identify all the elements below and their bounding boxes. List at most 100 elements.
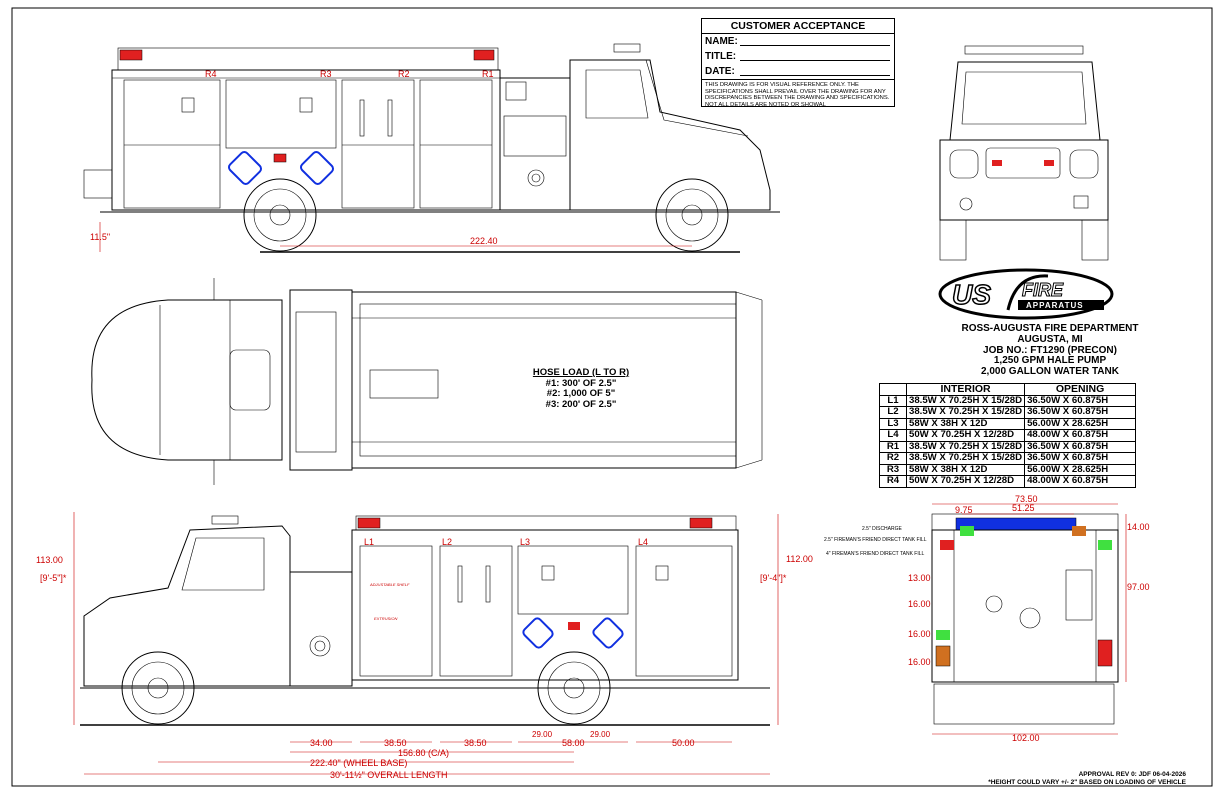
marker-light: [273, 153, 287, 163]
hose-load-item: #3: 200' OF 2.5": [545, 398, 617, 410]
cab-outline-left: [83, 525, 291, 687]
opening-dims: 36.50W X 60.875H: [1024, 406, 1137, 419]
hose-bed-opening: [369, 369, 439, 399]
rear-step: [83, 169, 113, 199]
rear-wheel: [243, 178, 317, 252]
dim-34: 34.00: [310, 738, 333, 748]
dim-overall-length: 30'-11½" OVERALL LENGTH: [330, 770, 447, 780]
customer-acceptance-box: CUSTOMER ACCEPTANCE NAME: TITLE: DATE: T…: [701, 18, 895, 110]
compartment-label: R4: [205, 69, 217, 79]
callout-tank-fill-4: 4" FIREMAN'S FRIEND DIRECT TANK FILL: [826, 551, 925, 557]
compartment-r2: [341, 79, 415, 209]
hose-load-item: #2: 1,000 OF 5": [546, 388, 616, 399]
department-location: AUGUSTA, MI: [1017, 333, 1083, 345]
dim-58: 58.00: [562, 738, 585, 748]
dim-rear-width-small: 9.75: [955, 505, 973, 515]
front-wheel-left: [121, 651, 195, 725]
dim-29b: 29.00: [590, 730, 611, 739]
header-opening: OPENING: [1024, 383, 1137, 396]
opening-dims: 36.50W X 60.875H: [1024, 394, 1137, 407]
compartment-label: L1: [364, 537, 374, 547]
tank-spec: 2,000 GALLON WATER TANK: [981, 366, 1119, 378]
dim-height-left-ft: [9'-5"]*: [40, 573, 67, 583]
cab-front: [949, 61, 1101, 141]
pump-module-top: [289, 289, 353, 471]
cab-window: [585, 69, 649, 119]
department-info: ROSS-AUGUSTA FIRE DEPARTMENT AUGUSTA, MI…: [910, 323, 1190, 378]
hood-front: [939, 139, 1109, 221]
compartment-label: L3: [520, 537, 530, 547]
cab-window-left: [181, 537, 265, 591]
interior-dims: 38.5W X 70.25H X 15/28D: [905, 394, 1026, 407]
title-field: TITLE:: [702, 49, 894, 64]
dim-rear-height-top: 14.00: [1127, 522, 1150, 532]
dim-29a: 29.00: [532, 730, 553, 739]
disclaimer-note: This drawing is for visual reference onl…: [702, 79, 894, 110]
dim-wheelbase: 222.40" (WHEEL BASE): [310, 758, 407, 768]
body-left: [351, 529, 739, 681]
dim-rear-16c: 16.00: [908, 657, 931, 667]
extrusion-label: EXTRUSION: [374, 616, 397, 621]
headlight: [1069, 149, 1099, 179]
compartment-id: R2: [879, 452, 907, 465]
dim-wheelbase-top: 222.40: [470, 236, 498, 246]
interior-dims: 38.5W X 70.25H X 15/28D: [905, 406, 1026, 419]
rear-lightbar: [955, 517, 1077, 531]
cab-top: [91, 299, 283, 461]
compartment-id: R1: [879, 440, 907, 453]
front-wheel: [655, 178, 729, 252]
dim-height-left: 113.00: [36, 555, 63, 565]
compartment-id: L1: [879, 394, 907, 407]
rear-wheel-left: [537, 651, 611, 725]
interior-dims: 50W X 70.25H X 12/28D: [905, 475, 1026, 488]
opening-dims: 36.50W X 60.875H: [1024, 440, 1137, 453]
dim-38-l2: 38.50: [464, 738, 487, 748]
compartment-label: R1: [482, 69, 494, 79]
windshield: [961, 71, 1087, 125]
headlight: [949, 149, 979, 179]
height-note: *HEIGHT COULD VARY +/- 2" BASED ON LOADI…: [988, 779, 1186, 786]
dim-rear-height-total: 97.00: [1127, 582, 1150, 592]
pump-panel: [499, 77, 571, 211]
top-rail: [117, 47, 499, 71]
header-interior: INTERIOR: [905, 383, 1026, 396]
compartment-r1: [419, 79, 493, 209]
compartment-id: L4: [879, 429, 907, 442]
dim-ground-clearance: 11.5": [90, 232, 110, 242]
interior-dims: 38.5W X 70.25H X 15/28D: [905, 452, 1026, 465]
right-side-view: 11.5" 222.40 R4 R3 R2 R1: [83, 43, 780, 253]
top-view: [91, 278, 763, 485]
compartment-id: R4: [879, 475, 907, 488]
dim-ca: 156.80 (C/A): [398, 748, 449, 758]
callout-discharge: 2.5" DISCHARGE: [862, 526, 903, 532]
opening-dims: 36.50W X 60.875H: [1024, 452, 1137, 465]
dim-38-l1: 38.50: [384, 738, 407, 748]
dim-rear-width-top: 73.50: [1015, 494, 1038, 504]
svg-text:APPARATUS: APPARATUS: [1026, 301, 1084, 310]
warning-light: [299, 150, 335, 186]
approval-note: APPROVAL REV 0: JDF 06-04-2026 *HEIGHT C…: [988, 771, 1186, 787]
marker-light: [473, 49, 495, 61]
grille: [985, 147, 1061, 179]
dim-rear-16a: 16.00: [908, 599, 931, 609]
front-lightbar: [964, 45, 1084, 55]
compartment-l3: [517, 545, 629, 615]
date-field: DATE:: [702, 64, 894, 79]
hose-load: HOSE LOAD (L TO R) #1: 300' OF 2.5" #2: …: [520, 367, 642, 410]
compartment-id: L2: [879, 406, 907, 419]
compartment-r3: [225, 79, 337, 149]
approval-rev: APPROVAL REV 0: JDF 06-04-2026: [1078, 771, 1186, 778]
interior-dims: 38.5W X 70.25H X 15/28D: [905, 440, 1026, 453]
compartment-l4: [635, 545, 733, 677]
compartment-l2: [439, 545, 513, 677]
callout-tank-fill-25: 2.5" FIREMAN'S FRIEND DIRECT TANK FILL: [824, 537, 927, 543]
opening-dims: 56.00W X 28.625H: [1024, 463, 1137, 476]
customer-acceptance-title: CUSTOMER ACCEPTANCE: [702, 19, 894, 34]
compartment-id: R3: [879, 463, 907, 476]
